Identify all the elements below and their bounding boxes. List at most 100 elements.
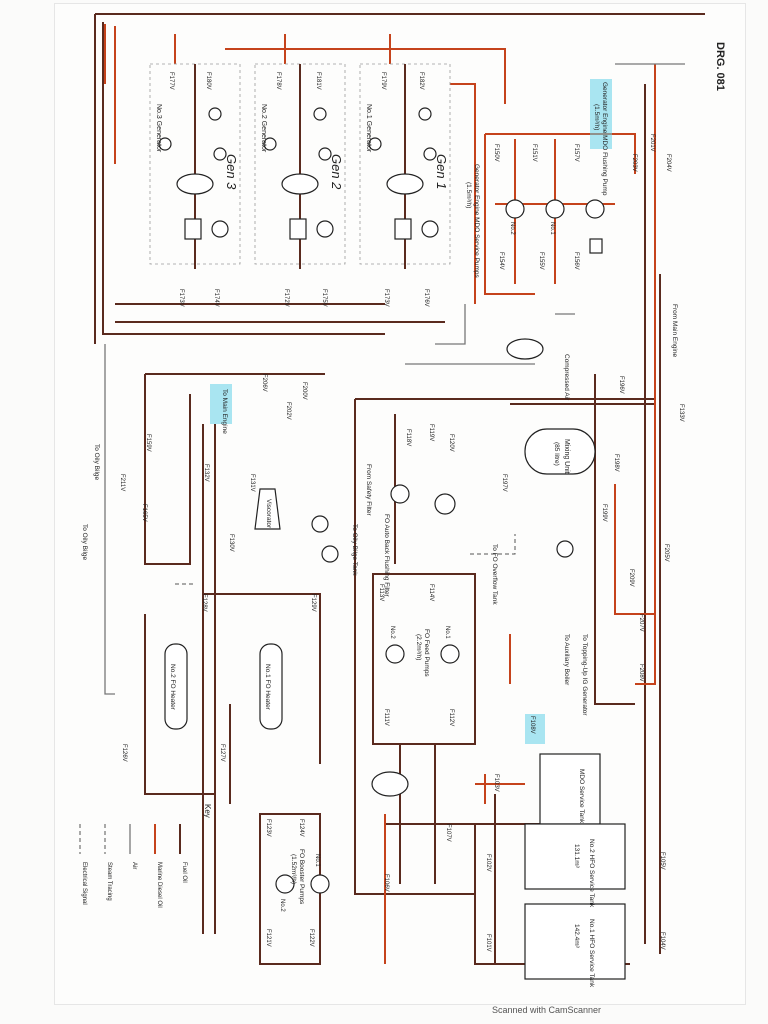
valve-f121v: F121V xyxy=(265,929,271,947)
valve-f208v: F208V xyxy=(638,664,644,682)
scanner-footer: Scanned with CamScanner xyxy=(492,1005,602,1015)
drawing-sheet: DRG. 081 No.3 Generator No.2 Generator N… xyxy=(55,4,745,1004)
valve-f156v: F156V xyxy=(573,252,579,270)
fo-overflow-valve xyxy=(556,540,574,558)
valve-f211v: F211V xyxy=(119,474,125,491)
valve-f209v: F209V xyxy=(628,569,634,587)
valve-f178v: F178V xyxy=(275,72,281,90)
valve-f113v: F113V xyxy=(378,584,384,601)
valve-f127v: F127V xyxy=(219,744,225,762)
generator-3-internals xyxy=(158,64,229,269)
viscorator-unit xyxy=(254,488,281,530)
valve-f105v: F105V xyxy=(659,852,665,870)
hfo-tank-2-label: No.2 HFO Service Tank xyxy=(588,839,595,908)
valve-f154v: F154V xyxy=(498,252,504,270)
valve-f124v: F124V xyxy=(298,819,304,837)
valve-f132v: F132V xyxy=(203,464,209,482)
valve-f150v: F150V xyxy=(493,144,499,162)
valve-f199v: F199V xyxy=(601,504,607,522)
fo-feed-pump-2-label: No.2 xyxy=(389,626,395,639)
from-safety-filter-label: From Safety Filter xyxy=(365,464,372,516)
valve-f151v: F151V xyxy=(531,144,537,162)
valve-f173v-gen3: F173V xyxy=(178,289,184,307)
air-and-signal-lines xyxy=(104,63,685,695)
fo-heater-1 xyxy=(259,643,283,730)
valve-f205v: F205V xyxy=(663,544,669,562)
legend: Key Fuel Oil Marine Diesel Oil Air Steam… xyxy=(79,804,212,908)
valve-f179v: F179V xyxy=(380,72,386,90)
hfo-service-tank-1 xyxy=(524,903,626,980)
hfo-service-tank-2 xyxy=(524,823,626,890)
generator-2-label: No.2 Generator xyxy=(260,104,267,153)
valve-f203v: F203V xyxy=(631,154,637,172)
to-oily-bilge-label-1: To Oily Bilge xyxy=(93,444,100,481)
service-pump-1-label: No.1 xyxy=(549,222,555,235)
fo-auto-filter-label: FO Auto Back Flushing Filter xyxy=(383,514,390,598)
valve-f201v: F201V xyxy=(649,134,655,152)
generator-1-label: No.1 Generator xyxy=(365,104,372,153)
valve-f176v: F176V xyxy=(423,289,429,307)
generator-group xyxy=(149,63,451,269)
legend-steam: Steam Tracing xyxy=(106,862,112,901)
to-oily-bilge-label-2: To Oily Bilge xyxy=(81,524,88,561)
generator-3-handwritten: Gen 3 xyxy=(224,154,239,190)
valve-f157v: F157V xyxy=(573,144,579,162)
fo-feed-pumps-title: FO Feed Pumps xyxy=(423,629,430,677)
viscorator-label: Viscorator xyxy=(265,499,272,529)
valve-f174v: F174V xyxy=(213,289,219,307)
legend-electrical: Electrical Signal xyxy=(81,862,87,905)
fo-heater-2-label: No.2 FO Heater xyxy=(169,664,176,711)
labels: DRG. 081 No.3 Generator No.2 Generator N… xyxy=(81,42,726,988)
valve-f120v: F120V xyxy=(448,434,454,452)
fo-auto-filter-symbol xyxy=(390,484,410,504)
fo-booster-pump-2-label: No.2 xyxy=(279,899,285,912)
generator-1-internals xyxy=(368,64,439,269)
legend-fuel-oil: Fuel Oil xyxy=(181,862,187,883)
legend-air: Air xyxy=(131,862,137,869)
valve-f173v-gen1: F173V xyxy=(383,289,389,307)
drawing-number: DRG. 081 xyxy=(714,42,726,91)
valve-f198v: F198V xyxy=(613,454,619,472)
compressed-air-label: Compressed Air xyxy=(563,354,570,401)
fo-booster-pump-2 xyxy=(275,874,295,894)
fo-booster-pumps-rate: (1.52m³/h) xyxy=(290,854,297,884)
valve-f104v: F104V xyxy=(659,932,665,950)
valve-f196v: F196V xyxy=(618,376,624,394)
to-main-engine-label: To Main Engine xyxy=(221,389,228,434)
valve-f112v: F112V xyxy=(448,709,454,726)
to-auxiliary-boiler-label: To Auxiliary Boiler xyxy=(563,634,570,686)
fo-booster-pump-1-label: No.1 xyxy=(314,854,320,867)
mdo-service-tank xyxy=(539,753,601,825)
valve-f182v: F182V xyxy=(418,72,424,90)
service-pumps-title: Generator Engine MDO Service Pumps xyxy=(473,164,480,279)
valve-f181v: F181V xyxy=(315,72,321,90)
valve-f131v: F131V xyxy=(249,474,255,492)
hfo-tank-1-capacity: 142.4m³ xyxy=(573,924,580,949)
flushing-pump-title: Generator Engine MDO Flushing Pump xyxy=(601,82,608,196)
valve-f155v: F155V xyxy=(538,252,544,270)
valve-f197v: F197V xyxy=(501,474,507,492)
to-oily-bilge-tank-label: To Oily Bilge Tank xyxy=(351,524,358,576)
marine-diesel-oil-pipes xyxy=(104,24,656,964)
valve-f172v: F172V xyxy=(283,289,289,307)
legend-title: Key xyxy=(203,804,212,818)
legend-mdo: Marine Diesel Oil xyxy=(156,862,162,908)
fo-booster-pump-1 xyxy=(310,874,330,894)
fo-auto-filter-dp xyxy=(434,493,456,515)
mixing-unit-capacity: (85 litre) xyxy=(553,442,560,466)
valve-f200v: F200V xyxy=(301,382,307,400)
fo-heater-2 xyxy=(164,643,188,730)
fo-feed-pump-2 xyxy=(385,644,405,664)
service-pump-2-label: No.2 xyxy=(509,222,515,235)
valve-f108v: F108V xyxy=(529,716,535,734)
valve-f128v: F128V xyxy=(201,594,207,612)
valve-f122v: F122V xyxy=(308,929,314,947)
highlight-f108v xyxy=(525,714,545,744)
mdo-flushing-pump xyxy=(585,199,605,219)
valve-f119v: F119V xyxy=(428,424,434,441)
valve-f206v: F206V xyxy=(261,374,267,392)
valve-f107v: F107V xyxy=(445,824,451,842)
valve-f101v: F101V xyxy=(485,934,491,952)
valve-f175v: F175V xyxy=(321,289,327,307)
